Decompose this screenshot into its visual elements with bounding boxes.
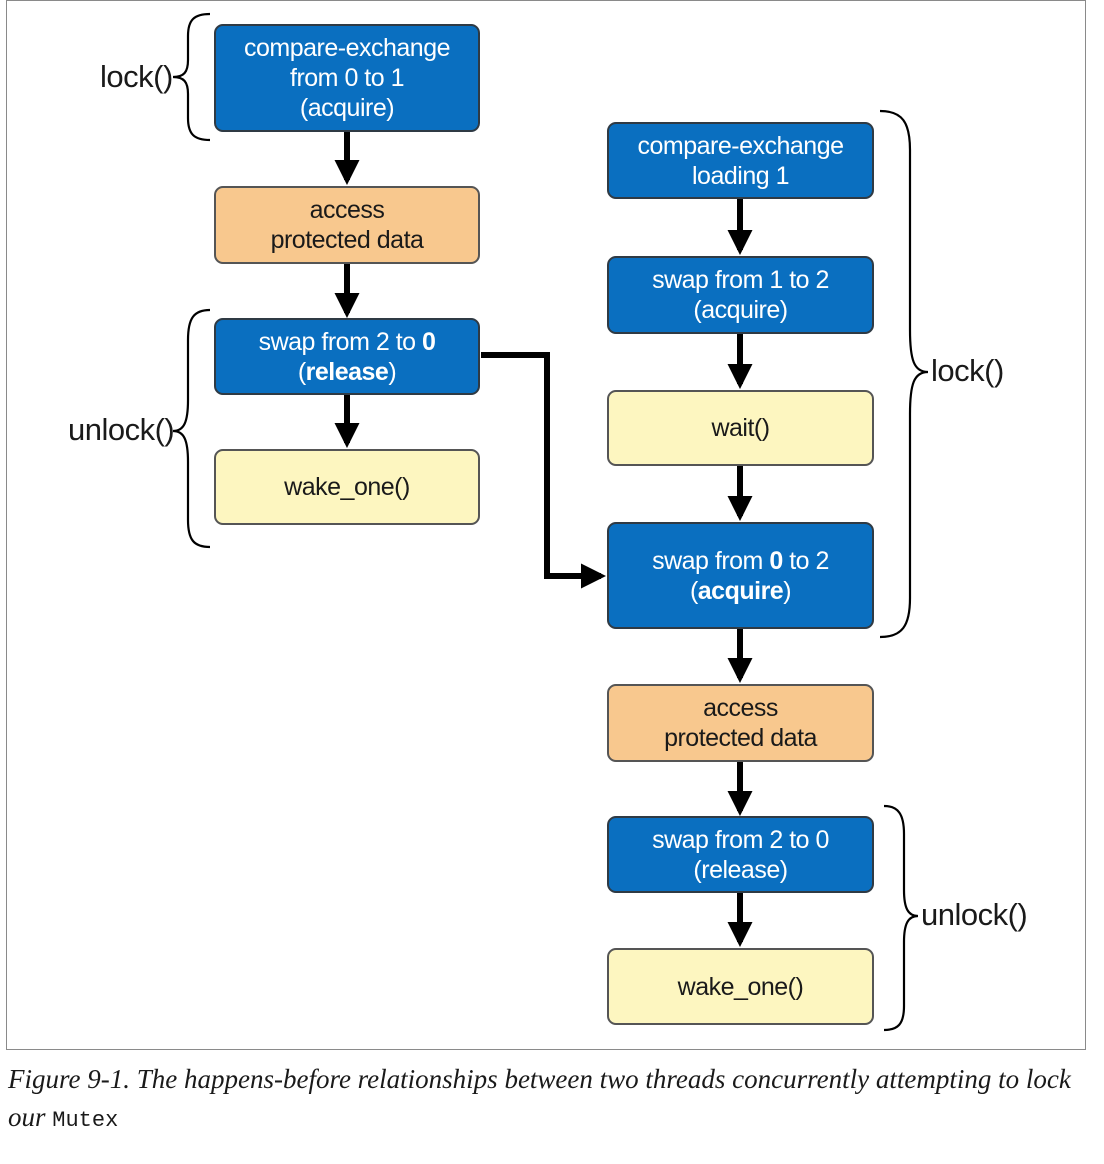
box-line: wake_one() (284, 473, 410, 501)
box-wait: wait() (607, 390, 874, 466)
box-line: protected data (664, 724, 817, 752)
label-unlock-left: unlock() (68, 412, 175, 447)
box-compare-exchange-0-to-1: compare-exchange from 0 to 1 (acquire) (214, 24, 480, 132)
box-swap-2-to-0-release-right: swap from 2 to 0 (release) (607, 816, 874, 893)
paren-close: ) (783, 576, 792, 605)
box-line: wait() (711, 414, 770, 442)
brace-left-unlock (172, 308, 211, 549)
text-prefix: swap from 2 to (258, 327, 422, 356)
box-compare-exchange-loading-1: compare-exchange loading 1 (607, 122, 874, 199)
box-line: compare-exchange (637, 131, 844, 160)
box-line: (acquire) (299, 94, 395, 122)
bold-value: 0 (422, 327, 436, 356)
text-prefix: swap from (652, 546, 770, 575)
brace-right-unlock (883, 804, 919, 1032)
box-wake-one-right: wake_one() (607, 948, 874, 1025)
label-unlock-right: unlock() (921, 897, 1028, 932)
brace-right-lock (879, 109, 929, 639)
box-swap-0-to-2-acquire: swap from 0 to 2 (acquire) (607, 522, 874, 629)
box-line: swap from 0 to 2 (652, 546, 829, 576)
box-line: (release) (297, 357, 397, 387)
box-line: compare-exchange (243, 34, 451, 62)
brace-left-lock (172, 12, 211, 142)
box-line: swap from 1 to 2 (652, 266, 829, 294)
bold-word: release (305, 357, 389, 386)
box-line: (acquire) (693, 296, 788, 324)
paren-open: ( (297, 357, 306, 386)
box-line: loading 1 (692, 161, 789, 190)
caption-text: Figure 9-1. The happens-before relations… (8, 1064, 1071, 1132)
paren-open: ( (689, 576, 698, 605)
label-lock-right: lock() (931, 353, 1004, 388)
figure-caption: Figure 9-1. The happens-before relations… (8, 1060, 1088, 1140)
box-access-protected-data-left: access protected data (214, 186, 480, 264)
arrow-release-to-acquire (481, 352, 607, 589)
box-line: swap from 2 to 0 (259, 327, 436, 357)
box-line: access (703, 694, 778, 722)
box-line: wake_one() (677, 972, 804, 1001)
box-access-protected-data-right: access protected data (607, 684, 874, 762)
box-line: protected data (270, 226, 424, 254)
text-suffix: to 2 (782, 546, 829, 575)
box-swap-1-to-2-acquire: swap from 1 to 2 (acquire) (607, 256, 874, 334)
label-lock-left: lock() (100, 59, 173, 94)
box-swap-2-to-0-release-left: swap from 2 to 0 (release) (214, 318, 480, 395)
box-line: from 0 to 1 (290, 64, 405, 92)
bold-word: acquire (697, 576, 784, 605)
paren-close: ) (388, 357, 397, 386)
box-line: access (309, 196, 385, 224)
bold-value: 0 (769, 546, 783, 575)
box-wake-one-left: wake_one() (214, 449, 480, 525)
box-line: swap from 2 to 0 (652, 825, 829, 854)
box-line: (release) (693, 855, 788, 884)
box-line: (acquire) (689, 576, 792, 606)
caption-code: Mutex (52, 1108, 119, 1133)
